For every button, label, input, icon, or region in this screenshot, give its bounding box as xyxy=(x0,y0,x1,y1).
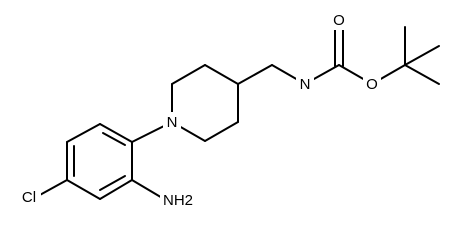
bond xyxy=(404,64,440,85)
bond-double-inner xyxy=(102,132,126,146)
atom-label-n-piperidine: N xyxy=(167,114,178,131)
atom-n-amide: N xyxy=(296,74,314,94)
atom-n-piperidine: N xyxy=(163,112,181,132)
atom-labels: N N O O Cl NH2 xyxy=(17,10,381,210)
atom-o-carbonyl: O xyxy=(330,10,348,30)
bonds xyxy=(37,23,440,200)
atom-label-nh2: NH2 xyxy=(163,192,193,209)
atom-label-o-carbonyl: O xyxy=(333,12,345,29)
bond xyxy=(37,179,68,197)
atom-label-n-amide: N xyxy=(300,76,311,93)
bond xyxy=(66,179,101,200)
bond xyxy=(66,123,101,143)
atom-label-o-ester: O xyxy=(366,76,378,93)
bond xyxy=(99,123,133,143)
atom-o-ester: O xyxy=(363,74,381,94)
molecule-structure: N N O O Cl NH2 xyxy=(17,10,440,210)
atom-nh2: NH2 xyxy=(160,190,196,210)
bond xyxy=(171,64,206,85)
atom-label-cl: Cl xyxy=(22,189,36,206)
bond xyxy=(237,64,273,85)
bond xyxy=(404,45,440,66)
bond xyxy=(204,64,239,85)
bond xyxy=(99,179,133,200)
atom-cl: Cl xyxy=(17,187,41,207)
bond-double-inner xyxy=(99,175,126,191)
bond xyxy=(204,121,239,142)
bond xyxy=(131,179,165,200)
